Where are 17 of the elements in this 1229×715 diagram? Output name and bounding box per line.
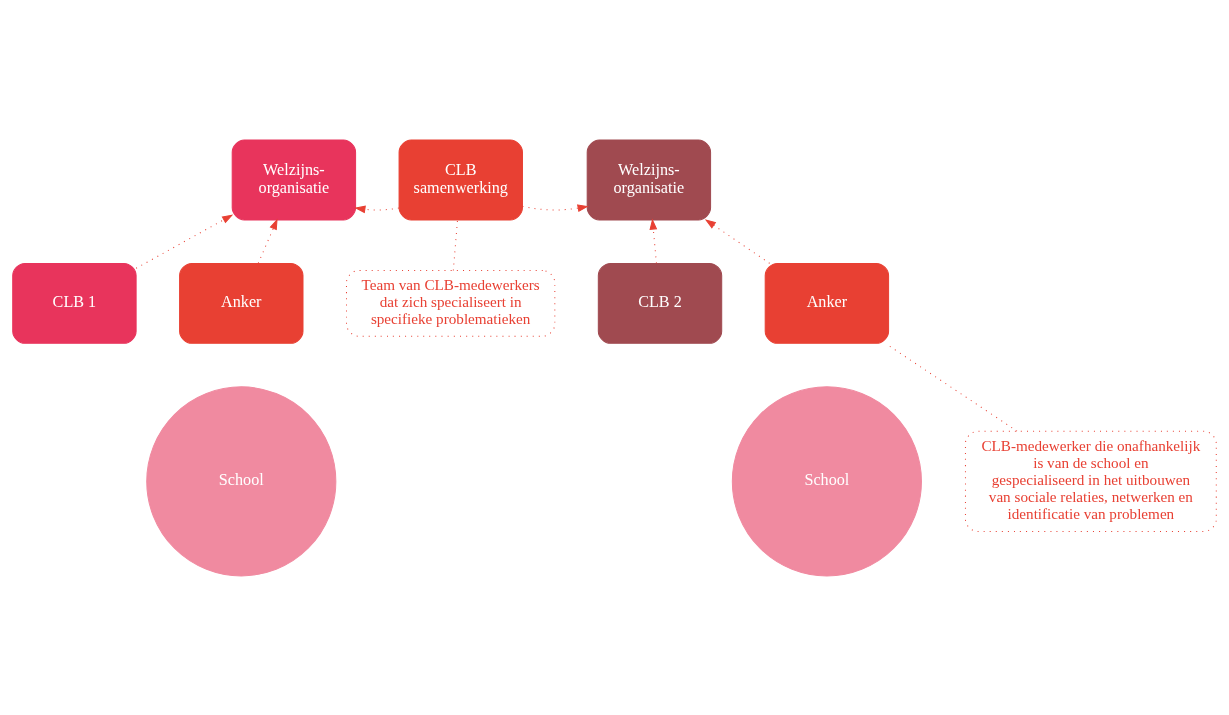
arrow	[649, 218, 658, 264]
node-box: Welzijns-organisatie	[231, 139, 357, 220]
node-box: Anker	[764, 262, 890, 344]
node-box: Anker	[179, 262, 304, 344]
arrow	[257, 218, 278, 264]
node-box: CLB 2	[597, 262, 723, 344]
node-box: CLB-medewerker die onafhankelijk is van de school en gespecialiseerd in het uitbouwen van sociale relaties, netwerken en identificatie van problemen	[964, 430, 1217, 532]
node-box: Welzijns-organisatie	[586, 139, 712, 220]
node-box: CLB 1	[12, 262, 137, 344]
node-box: CLB samenwerking	[398, 139, 523, 220]
node-circle: School	[731, 385, 922, 576]
node-box: Team van CLB-medewerkers dat zich specialiseert in specifieke problematieken	[345, 269, 556, 337]
arrow	[354, 205, 400, 213]
arrow	[135, 214, 234, 269]
arrow	[522, 203, 589, 212]
arrow	[704, 218, 771, 264]
node-circle: School	[146, 385, 337, 576]
